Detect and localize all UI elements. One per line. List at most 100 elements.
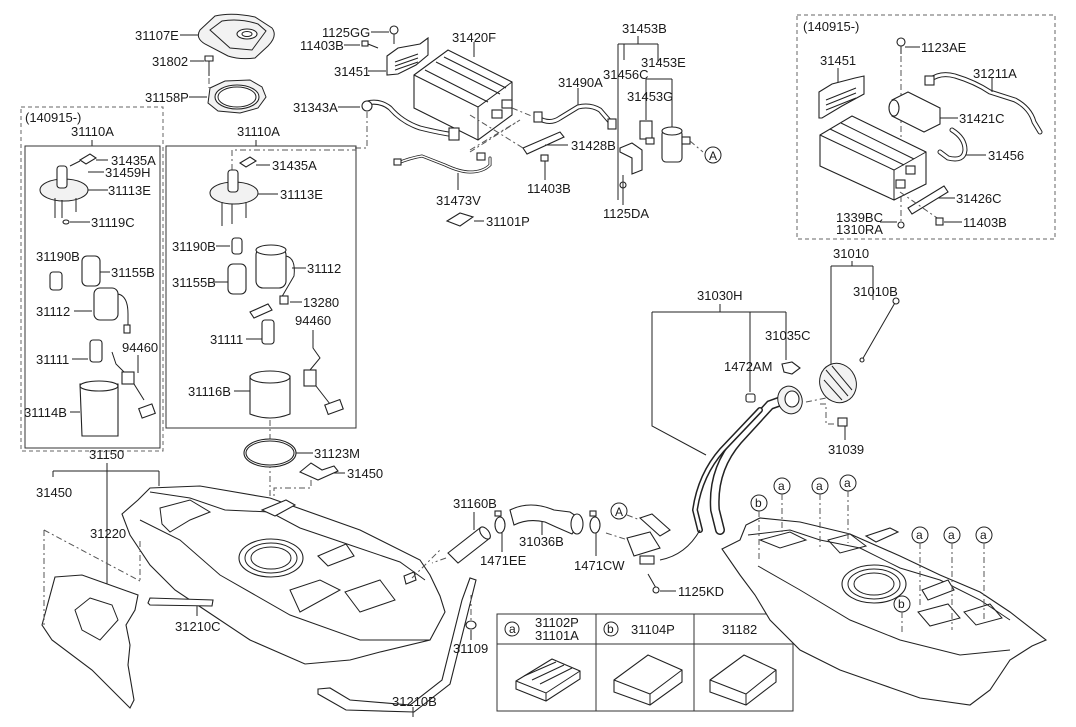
label-1125GG: 1125GG <box>322 25 370 40</box>
filler-neck-31030H <box>659 385 803 561</box>
label-31428B: 31428B <box>571 138 616 153</box>
callout-b-2: b <box>898 597 905 611</box>
service-cover-31107E <box>197 13 275 60</box>
label-31116B-mid: 31116B <box>188 384 231 399</box>
nut-31109 <box>465 620 477 630</box>
label-31110A-mid: 31110A <box>237 124 280 139</box>
label-31155B-mid: 31155B <box>172 275 216 290</box>
screw-31039 <box>837 417 848 427</box>
flat-pad-icon-b <box>613 654 683 706</box>
legend-part-31102P: 31102P <box>535 615 579 630</box>
label-circle-A-mid: A <box>615 505 623 519</box>
variant-box-right <box>796 14 1056 240</box>
assembly-box-mid <box>165 145 357 429</box>
label-31190B-mid: 31190B <box>172 239 216 254</box>
label-1125KD: 1125KD <box>678 584 724 599</box>
legend-marker-b <box>603 621 619 637</box>
label-31111-left: 31111 <box>36 352 69 367</box>
label-31113E-left: 31113E <box>108 183 151 198</box>
label-31421C: 31421C <box>959 111 1005 126</box>
bolt-11403B-right <box>935 217 944 226</box>
filter-31112-left <box>93 287 131 334</box>
label-31035C: 31035C <box>765 328 811 343</box>
label-31150: 31150 <box>89 447 124 462</box>
label-31453G: 31453G <box>627 89 673 104</box>
label-1310RA: 1310RA <box>836 222 883 237</box>
heat-shield-31220 <box>41 574 139 709</box>
label-31490A: 31490A <box>558 75 603 90</box>
label-11403B-mid: 11403B <box>527 181 571 196</box>
label-31112-left: 31112 <box>36 304 70 319</box>
legend-table: a 31102P 31101A b 31104P 31182 <box>496 613 794 712</box>
legend-part-31182: 31182 <box>722 622 757 637</box>
valve-31421C <box>888 91 941 133</box>
label-11403B-right: 11403B <box>963 215 1007 230</box>
canister-right <box>819 115 927 201</box>
variant-box-right-label: (140915-) <box>803 19 859 34</box>
fuel-cap-31010 <box>819 362 857 404</box>
sender-94460-left <box>111 351 156 419</box>
variant-box-left <box>20 106 164 452</box>
callout-a-6: a <box>980 528 987 542</box>
filter-31453E <box>661 126 691 163</box>
legend-marker-a-text: a <box>509 622 516 636</box>
connector-31435A-left <box>78 153 98 165</box>
label-31101P: 31101P <box>486 214 530 229</box>
label-31450-left: 31450 <box>36 485 72 500</box>
flange-31113E-left <box>39 165 89 218</box>
hose-31456 <box>937 127 968 162</box>
label-31030H: 31030H <box>697 288 743 303</box>
label-31112-mid: 31112 <box>307 261 341 276</box>
strap-31210B <box>317 577 477 713</box>
callout-a-2: a <box>816 479 823 493</box>
label-31111-mid: 31111 <box>210 332 243 347</box>
label-31210B: 31210B <box>392 694 437 709</box>
label-1471CW: 1471CW <box>574 558 625 573</box>
label-31155B-left: 31155B <box>111 265 155 280</box>
flange-31113E-mid <box>209 169 259 226</box>
callout-a-3: a <box>844 476 851 490</box>
label-31426C: 31426C <box>956 191 1002 206</box>
label-13280: 13280 <box>303 295 339 310</box>
label-31453B: 31453B <box>622 21 667 36</box>
filter-31155B-mid <box>227 263 247 295</box>
pipe-31160B <box>447 526 491 564</box>
bolt-1125DA <box>619 175 627 190</box>
label-94460-mid: 94460 <box>295 313 331 328</box>
fuel-tank-right <box>721 517 1048 706</box>
nut-1339BC <box>897 221 905 229</box>
label-31010B: 31010B <box>853 284 898 299</box>
grooved-pad-icon <box>515 658 581 702</box>
callout-a-5: a <box>948 528 955 542</box>
label-31119C-left: 31119C <box>91 215 135 230</box>
bolt-11403B-mid <box>540 154 549 170</box>
label-1125DA: 1125DA <box>603 206 649 221</box>
reservoir-31114B-left <box>79 380 119 437</box>
vapor-tube-31473V <box>393 152 492 174</box>
label-31109: 31109 <box>453 641 488 656</box>
label-31456: 31456 <box>988 148 1024 163</box>
label-1339BC: 1339BC <box>836 210 883 225</box>
label-31420F: 31420F <box>452 30 496 45</box>
bolt-1123AE <box>896 37 906 54</box>
label-31451: 31451 <box>334 64 370 79</box>
filter-31155B-left <box>81 255 101 287</box>
label-31210C: 31210C <box>175 619 221 634</box>
label-31114B-left: 31114B <box>24 405 67 420</box>
bracket-31456C <box>619 142 643 175</box>
hose-31211A <box>924 72 1043 135</box>
label-31107E: 31107E <box>135 28 179 43</box>
label-1472AM: 1472AM <box>724 359 772 374</box>
legend-part-31101A: 31101A <box>535 628 579 643</box>
legend-marker-b-text: b <box>607 622 614 636</box>
valve-31035C <box>781 361 801 375</box>
canister-31420F <box>413 49 513 141</box>
flat-pad-icon-31182 <box>709 654 777 706</box>
variant-box-left-label: (140915-) <box>25 110 81 125</box>
filter-31112-mid <box>255 244 295 301</box>
label-31450-mid: 31450 <box>347 466 383 481</box>
bolt-31802 <box>204 55 214 76</box>
callout-a-4: a <box>916 528 923 542</box>
tether-31010B <box>859 297 900 363</box>
bracket-31450-mid <box>298 462 339 481</box>
